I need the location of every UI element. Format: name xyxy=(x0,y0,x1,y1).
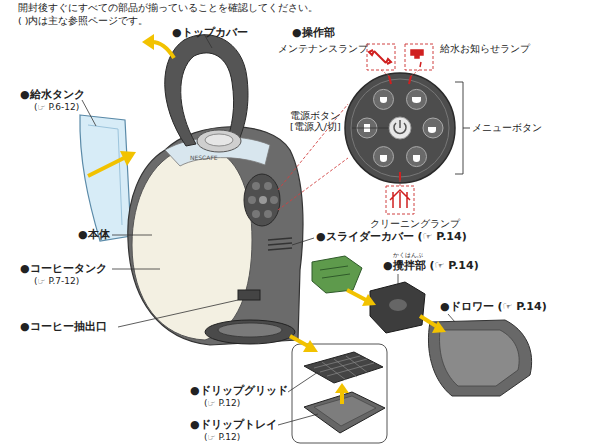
power-button xyxy=(389,117,411,139)
part-arrow xyxy=(290,336,308,346)
panel-button xyxy=(259,196,267,204)
leader-line xyxy=(278,372,318,425)
drawer xyxy=(428,320,531,396)
leader-line xyxy=(292,238,314,245)
top-cover xyxy=(165,35,248,146)
part-arrow-head xyxy=(432,321,446,333)
machine-panel xyxy=(244,174,280,226)
part-arrow-head xyxy=(362,294,376,306)
lamp-callout-box xyxy=(405,44,433,70)
slider-cover xyxy=(312,256,362,293)
open-arrow xyxy=(152,42,174,58)
control-panel xyxy=(345,73,455,183)
leader-line xyxy=(352,128,389,129)
dial-top xyxy=(205,134,233,146)
cleaning-lamp xyxy=(399,172,401,180)
part-arrow xyxy=(420,316,436,326)
grid-holes xyxy=(314,356,374,380)
panel-button xyxy=(248,196,256,204)
part-name: ●トップカバー xyxy=(172,26,248,39)
cleaning-icon xyxy=(390,190,410,208)
lamp-callout-box xyxy=(386,186,414,214)
leader-line xyxy=(82,100,96,126)
drip-grid-in-place xyxy=(218,323,282,337)
machine-body xyxy=(128,127,303,345)
coffee-outlet xyxy=(238,290,260,300)
water-lamp xyxy=(409,76,411,84)
mixing-part xyxy=(370,282,425,333)
part-arrow-head xyxy=(335,383,349,393)
dial xyxy=(197,130,241,152)
insert-arrow xyxy=(88,158,124,176)
part-name: ●コーヒータンク xyxy=(20,262,107,275)
drip-tray xyxy=(304,392,385,433)
leader-line xyxy=(112,235,152,236)
panel-button xyxy=(252,182,260,190)
lamp-name: 給水お知らせランプ xyxy=(440,43,530,54)
panel-button xyxy=(264,182,272,190)
parts-box xyxy=(292,344,387,443)
mixing-opening xyxy=(389,299,407,311)
panel-button xyxy=(264,210,272,218)
faucet-icon xyxy=(411,50,423,67)
page-reference: (☞ P.7-12) xyxy=(34,276,79,287)
water-tank xyxy=(80,115,131,241)
lamp-name: クリーニングランプ xyxy=(370,218,460,229)
page-reference: (☞ P.6-12) xyxy=(34,102,79,113)
vent-slots xyxy=(268,238,292,250)
drip-grid xyxy=(304,352,383,383)
part-name: ●給水タンク xyxy=(20,88,85,101)
page-reference: (☞ P.12) xyxy=(204,398,240,409)
part-name: ●ドロワー (☞ P.14) xyxy=(440,300,547,313)
button-name: メニューボタン xyxy=(472,122,542,133)
note: ( )内は主な参照ページです。 xyxy=(18,15,148,26)
part-name: ●スライダーカバー (☞ P.14) xyxy=(316,230,467,243)
part-name: ●ドリップグリッド xyxy=(190,384,288,397)
part-arrow-head xyxy=(303,340,318,352)
part-name: ●本体 xyxy=(78,228,110,241)
maintenance-lamp xyxy=(389,76,391,84)
button-name: 電源ボタン [電源入/切] xyxy=(290,110,352,133)
part-arrow xyxy=(347,290,366,300)
note: 開封後すぐにすべての部品が揃っていることを確認してください。 xyxy=(18,2,318,13)
menu-bracket xyxy=(455,82,470,174)
cup-icon xyxy=(364,97,436,162)
lamp-name: メンテナンスランプ xyxy=(278,43,368,54)
leader-line xyxy=(112,269,160,270)
leader-line xyxy=(118,300,238,327)
part-name: ●攪拌部 (☞ P.14) xyxy=(383,259,479,272)
drawer-inner xyxy=(440,330,520,386)
slider-cover-ribs xyxy=(320,266,350,278)
power-symbol xyxy=(394,120,406,133)
drip-base xyxy=(205,320,295,344)
drip-tray-inner xyxy=(314,396,376,426)
part-arrow xyxy=(340,392,344,404)
control-panel-rim xyxy=(351,79,449,177)
open-arrow-head xyxy=(142,34,154,50)
page-reference: (☞ P.12) xyxy=(204,432,240,443)
part-name: ●操作部 xyxy=(292,26,335,39)
brand-mark: NESCAFE xyxy=(190,154,218,161)
furigana: かくはんぶ xyxy=(393,251,423,258)
machine-front xyxy=(132,148,252,340)
panel-button xyxy=(252,210,260,218)
part-name: ●コーヒー抽出口 xyxy=(20,320,107,333)
panel-button xyxy=(270,196,278,204)
insert-arrow-head xyxy=(120,151,136,166)
part-name: ●ドリップトレイ xyxy=(190,418,277,431)
lamp-callout-box xyxy=(367,44,395,70)
wrench-icon xyxy=(369,50,391,64)
leader-line xyxy=(398,274,455,322)
